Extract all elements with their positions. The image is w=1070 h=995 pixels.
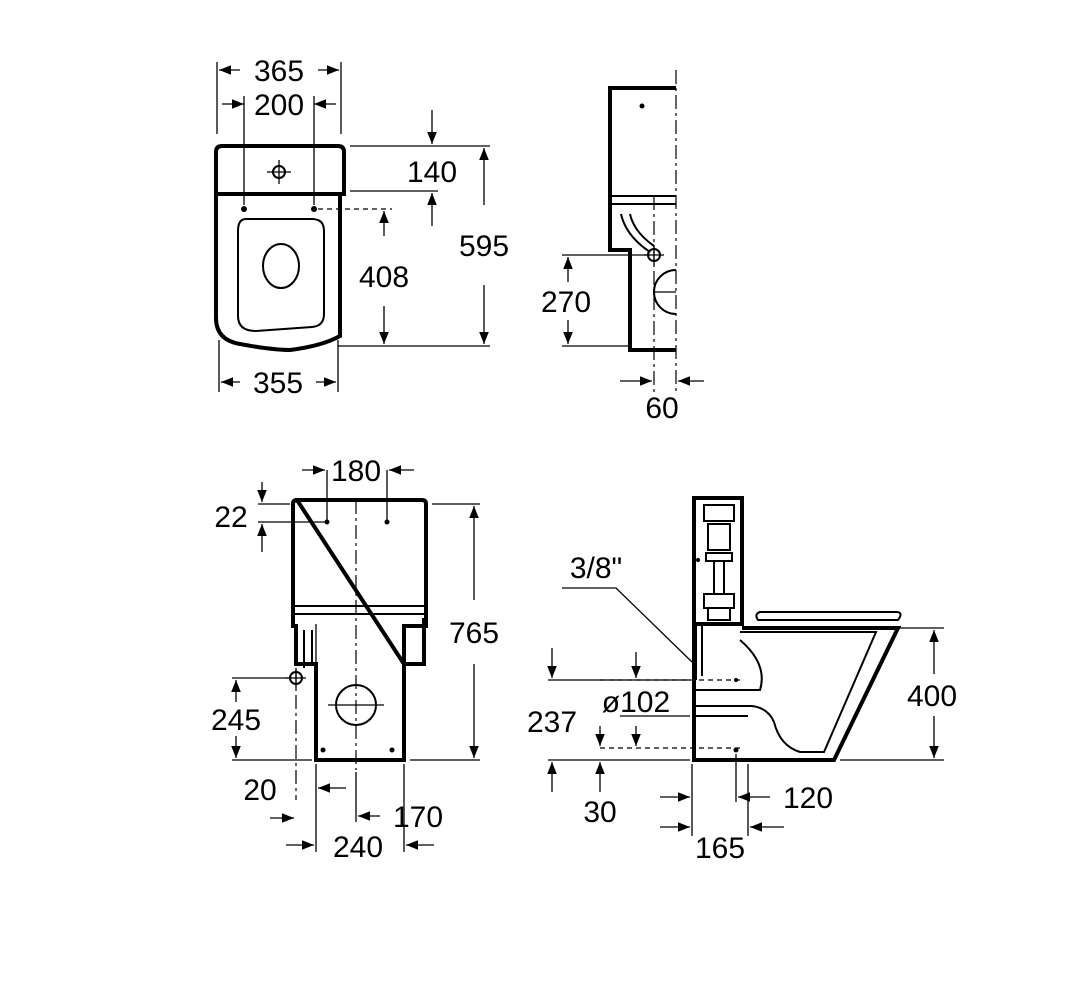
dim-30: 30 [583,796,616,829]
section-view-flush-mechanism [696,504,735,621]
dim-595: 595 [459,230,509,263]
top-view-seat-opening [262,243,300,289]
dim-200: 200 [254,89,304,122]
top-view-fixing-left [241,206,247,212]
dim-140: 140 [407,156,457,189]
top-view-fixing-right [311,206,317,212]
dim-400: 400 [907,680,957,713]
side-view: 270 60 [541,70,704,425]
dim-outlet-diameter: ø102 [602,686,670,719]
dim-237: 237 [527,706,577,739]
dim-22: 22 [214,501,247,534]
dim-170: 170 [393,801,443,834]
dim-355: 355 [253,367,303,400]
top-view: 365 200 140 595 408 355 [214,55,509,400]
dim-165: 165 [695,832,745,865]
rear-view: 180 22 765 245 20 170 240 [211,455,499,864]
top-view-inlet-icon [267,160,291,184]
dim-240: 240 [333,831,383,864]
dim-765: 765 [449,617,499,650]
dim-365: 365 [254,55,304,88]
dim-408: 408 [359,261,409,294]
side-view-inlet-pipe [620,213,655,253]
dim-120: 120 [783,782,833,815]
top-view-cistern [214,144,346,196]
section-view-cistern [692,496,744,626]
dim-245: 245 [211,704,261,737]
label-inlet-thread: 3/8" [570,552,622,585]
section-view: 3/8" 237 ø102 30 120 165 400 [527,496,957,865]
top-view-bowl [214,194,342,353]
section-view-bowl-inner [694,631,878,753]
dim-60: 60 [645,392,678,425]
dim-270: 270 [541,286,591,319]
section-view-bowl [692,624,902,762]
side-view-cistern [608,86,676,352]
dim-180: 180 [331,455,381,488]
top-view-seat [237,218,325,333]
rear-view-inlet-pipe [303,630,313,668]
section-view-seat [755,611,902,621]
dim-20: 20 [243,774,276,807]
